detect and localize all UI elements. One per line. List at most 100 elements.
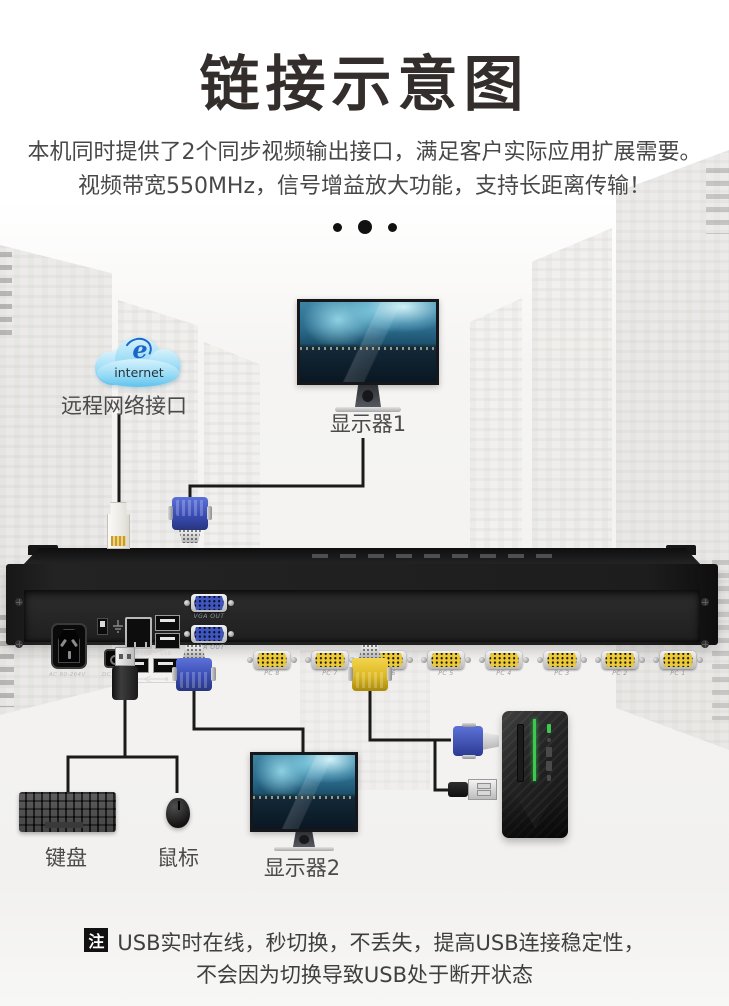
note-row: 注 USB实时在线，秒切换，不丢失，提高USB连接稳定性，: [0, 927, 729, 957]
page-title: 链接示意图: [199, 50, 530, 120]
port-label: PC 4: [496, 670, 512, 677]
usb-port: [155, 615, 180, 631]
dsub-connector-icon: [660, 651, 696, 669]
background-rack: [616, 150, 729, 750]
screw-icon: [228, 631, 234, 637]
background-rack-slots: [0, 252, 12, 338]
mouse-label: 鼠标: [157, 846, 199, 870]
screw-icon: [407, 657, 413, 663]
ac-rating-label: AC 90-264V: [49, 672, 86, 678]
note-line-1: USB实时在线，秒切换，不丢失，提高USB连接稳定性，: [117, 931, 645, 955]
dot-icon: [387, 222, 397, 232]
usb-port: [155, 633, 180, 649]
rj45-plug-icon: [107, 502, 130, 549]
port-label: PC 3: [554, 670, 570, 677]
dsub-connector-icon: [428, 651, 464, 669]
ground-icon: [113, 620, 123, 633]
pc-ports-row: PC 8PC 7PC 6PC 5PC 4PC 3PC 2PC 1: [245, 651, 705, 677]
ac-power-inlet: [51, 623, 87, 669]
dot-icon: [332, 222, 342, 232]
screw-icon: [15, 640, 23, 648]
screw-icon: [247, 657, 253, 663]
port-label: VGA OUT: [193, 644, 225, 651]
mouse: [166, 798, 190, 828]
monitor-2-label: 显示器2: [263, 856, 341, 880]
screw-icon: [479, 657, 485, 663]
screw-icon: [291, 657, 297, 663]
brand-logo-engraving: [312, 554, 562, 558]
monitor-base: [274, 847, 334, 851]
dsub-connector-icon: [254, 651, 290, 669]
intro-line-2: 视频带宽550MHz，信号增益放大功能，支持长距离传输！: [77, 174, 652, 199]
internet-cloud-icon: e internet: [93, 334, 185, 391]
pc-port: PC 4: [477, 651, 531, 677]
network-port-label: NETWORK: [123, 651, 152, 657]
vga-plug-blue-right-icon: [453, 723, 499, 759]
vga-out-port: VGA OUT: [182, 625, 236, 651]
aurora-wallpaper: [253, 755, 355, 829]
monitor-screen: [297, 299, 439, 385]
note-line-2: 不会因为切换导致USB处于断开状态: [195, 963, 534, 987]
kvm-switch: AC 90-264V DC 12V NETWORK USB: [6, 545, 718, 683]
screw-icon: [421, 657, 427, 663]
usb-plug-right-icon: [448, 779, 497, 800]
screw-icon: [653, 657, 659, 663]
dots-separator: [0, 220, 729, 234]
network-port: [125, 617, 152, 649]
dsub-connector-icon: [602, 651, 638, 669]
screw-icon: [697, 657, 703, 663]
note-badge: 注: [84, 928, 109, 952]
pc-port: PC 2: [593, 651, 647, 677]
ie-e-icon: e: [132, 335, 148, 364]
screw-icon: [228, 600, 234, 606]
power-switch: [97, 618, 108, 635]
monitor-screen: [250, 752, 358, 832]
remote-network-label: 远程网络接口: [61, 394, 187, 418]
pc-port: PC 8: [245, 651, 299, 677]
screw-icon: [523, 657, 529, 663]
vga-out-port: VGA OUT: [182, 594, 236, 620]
keyboard: [19, 792, 116, 832]
dsub-connector-icon: [544, 651, 580, 669]
monitor-stand: [293, 832, 315, 847]
vga-plug-blue-up-icon: [172, 645, 216, 691]
monitor-stand: [355, 385, 381, 407]
pc-port: PC 3: [535, 651, 589, 677]
screw-icon: [639, 657, 645, 663]
port-label: VGA OUT: [193, 613, 225, 620]
screw-icon: [537, 657, 543, 663]
port-label: PC 7: [322, 670, 338, 677]
vga-plug-yellow-up-icon: [348, 645, 392, 691]
screw-icon: [701, 640, 709, 648]
usb-trident-icon: [134, 675, 169, 683]
green-accent-light: [533, 719, 536, 781]
dsub-connector-icon: [191, 625, 227, 643]
usb-ports-label: USB: [160, 651, 172, 657]
screw-icon: [184, 631, 190, 637]
background-rack-slots: [706, 168, 729, 234]
monitor-base: [335, 407, 401, 412]
port-label: PC 2: [612, 670, 628, 677]
screw-icon: [305, 657, 311, 663]
aurora-wallpaper: [300, 302, 436, 382]
dsub-connector-icon: [191, 594, 227, 612]
screw-icon: [15, 598, 23, 606]
dot-icon: [357, 220, 372, 234]
monitor-1: [297, 299, 439, 412]
pc-port: PC 5: [419, 651, 473, 677]
port-label: PC 8: [264, 670, 280, 677]
kvm-rear-panel: AC 90-264V DC 12V NETWORK USB: [15, 590, 709, 683]
screw-icon: [184, 600, 190, 606]
screw-icon: [581, 657, 587, 663]
monitor-2: [250, 752, 358, 851]
usb-console-ports: [155, 615, 180, 649]
dsub-connector-icon: [486, 651, 522, 669]
screw-icon: [701, 598, 709, 606]
screw-icon: [595, 657, 601, 663]
led-icon: [547, 724, 551, 733]
front-port: [546, 761, 552, 771]
screw-icon: [465, 657, 471, 663]
dsub-connector-icon: [312, 651, 348, 669]
pc-tower: [502, 711, 568, 838]
